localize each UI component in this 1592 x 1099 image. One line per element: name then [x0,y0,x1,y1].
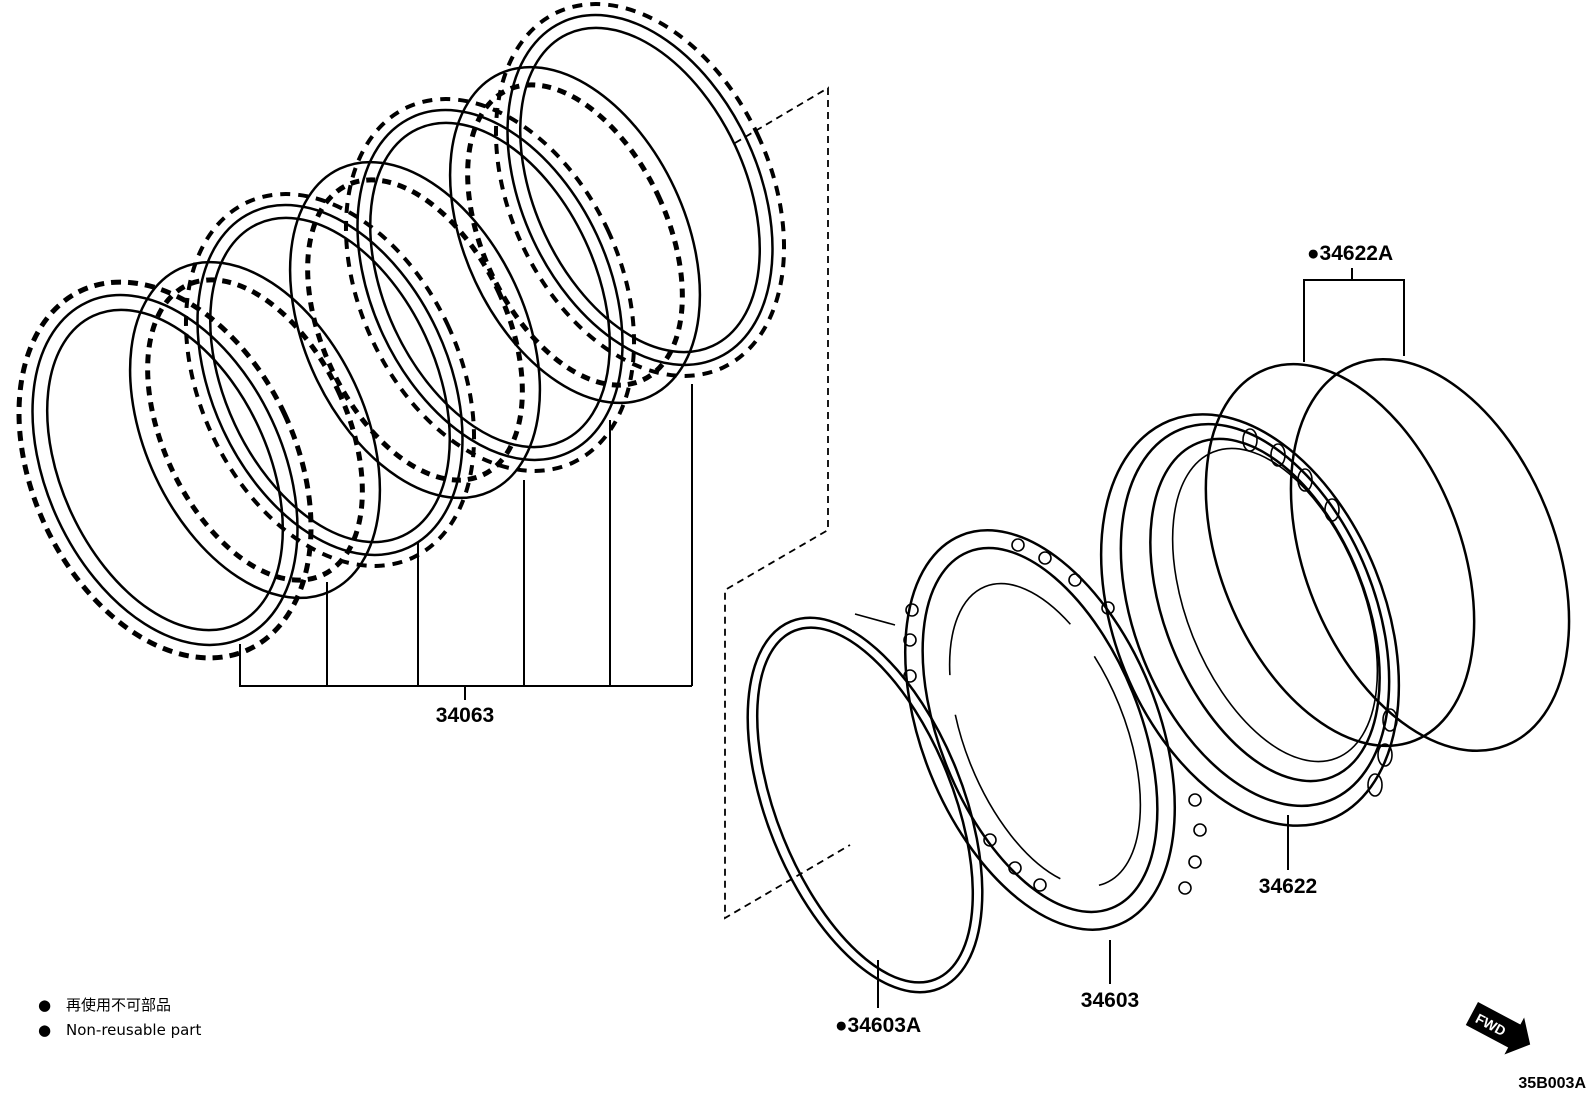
clutch-disc-4 [288,160,542,500]
part-label-34603: 34603 [1081,989,1139,1012]
legend-english: Non-reusable part [66,1021,201,1039]
piston-bleed-holes [1242,428,1398,797]
fwd-arrow-icon: FWD [1465,1002,1531,1055]
clutch-disc-2 [128,260,382,600]
catalog-code: 35B003A [1518,1075,1586,1092]
legend-bullet-2: ● [38,1021,51,1039]
clutch-plate-3 [183,192,477,568]
snap-ring [746,612,984,994]
o-ring-pair [1204,357,1571,753]
clutch-pack-group: 34063 [16,2,787,727]
return-spring-assembly [903,529,1207,931]
part-label-34622: 34622 [1259,875,1317,898]
part-label-34622A: ●34622A [1307,242,1393,265]
legend-bullet-1: ● [38,996,51,1014]
clutch-piston [1099,413,1401,827]
part-label-34603A: ●34603A [835,1014,921,1037]
legend-japanese: 再使用不可部品 [66,996,171,1014]
part-label-34063: 34063 [436,704,494,727]
clutch-plate-5 [343,97,637,473]
clutch-plate-1 [16,279,314,661]
spring-coils [903,538,1207,895]
clutch-plate-7 [493,2,787,378]
clutch-pack-leaders [239,384,693,700]
leader-34622A [1303,279,1405,362]
installation-guide-line [724,86,851,920]
legend: ● 再使用不可部品 ● Non-reusable part [38,996,201,1039]
clutch-disc-6 [448,65,702,405]
